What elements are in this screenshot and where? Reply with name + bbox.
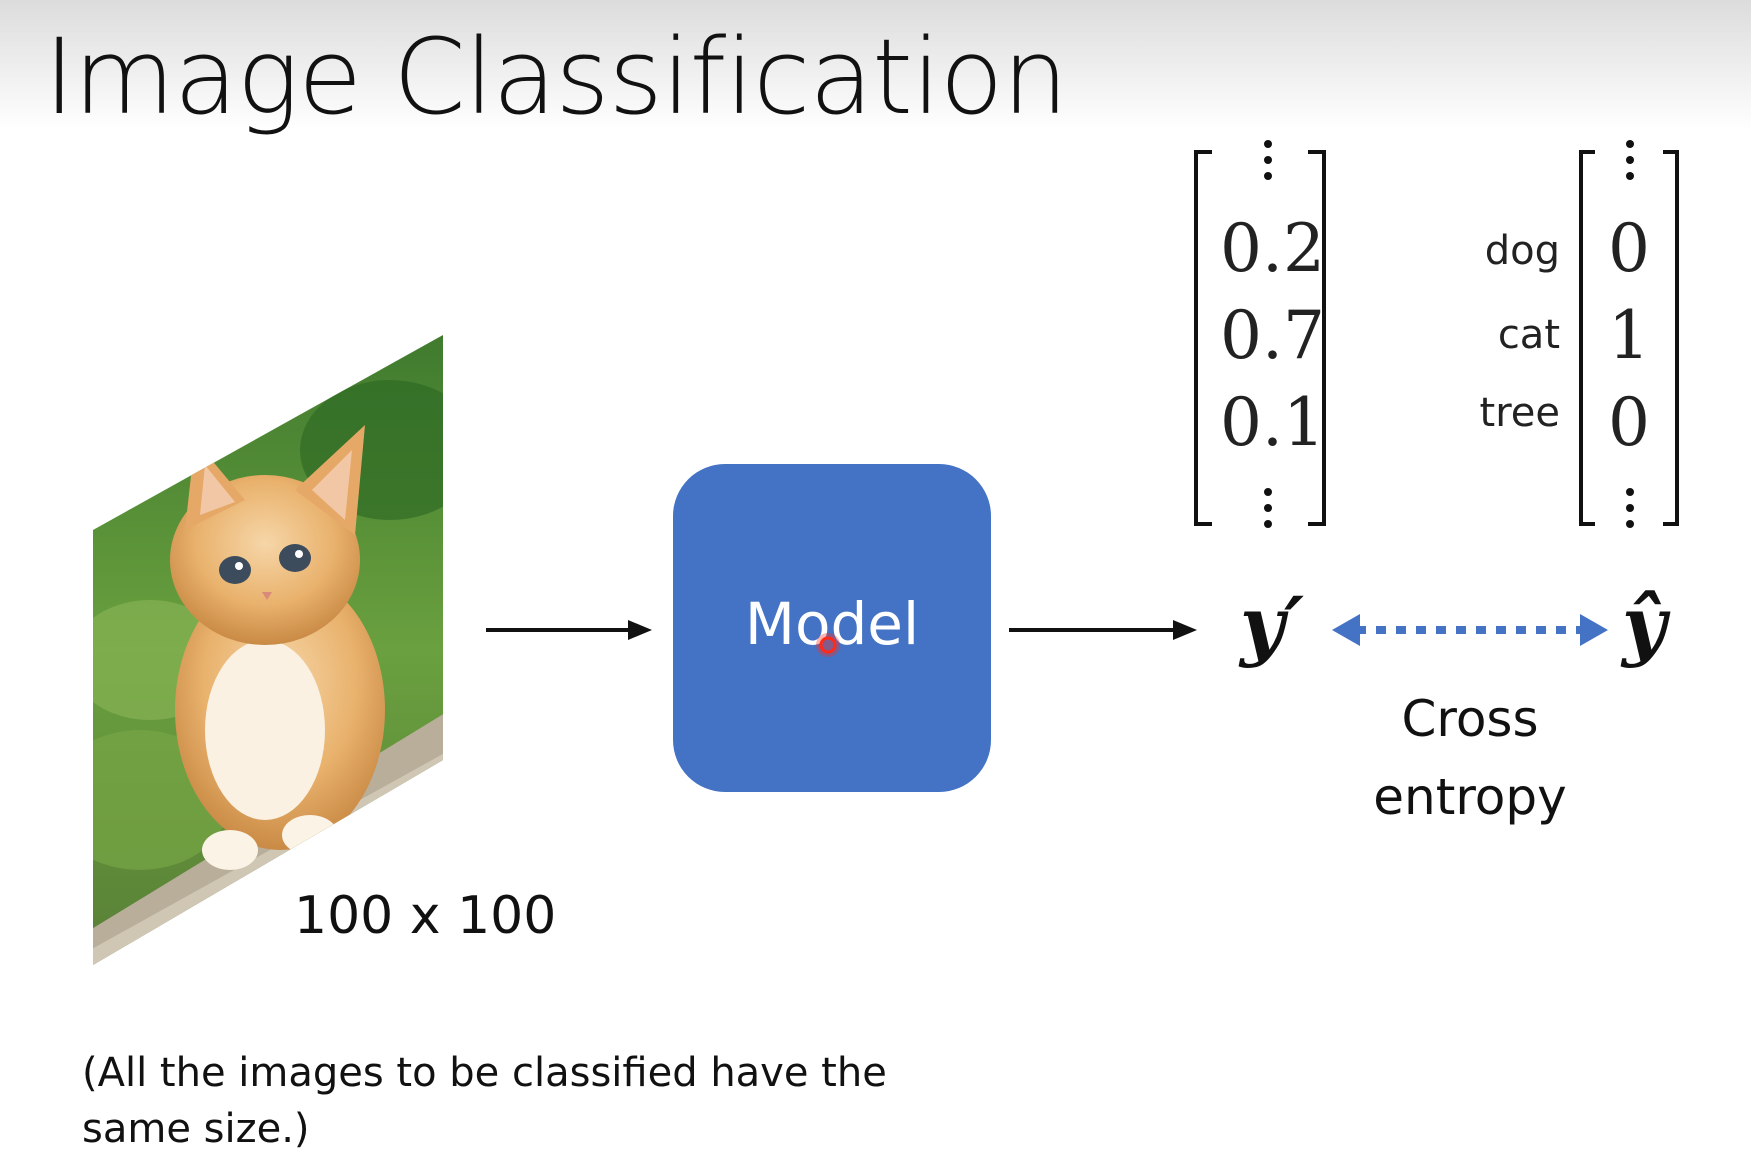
class-label-dog: dog: [1484, 228, 1560, 274]
slide-title: Image Classification: [44, 16, 1068, 138]
model-box: [673, 464, 991, 792]
target-symbol: ŷ: [1622, 580, 1667, 669]
prediction-symbol: y′: [1240, 580, 1305, 669]
cursor-pointer-icon: [816, 633, 840, 657]
output-arrow: [1009, 620, 1197, 640]
note-line-1: (All the images to be classified have th…: [82, 1050, 887, 1096]
image-size-label: 100 x 100: [294, 886, 557, 946]
note-text: (All the images to be classified have th…: [82, 1045, 942, 1157]
class-label-cat: cat: [1497, 312, 1560, 358]
cross-entropy-line-2: entropy: [1373, 768, 1567, 826]
cross-entropy-double-arrow: [1332, 614, 1608, 646]
kitten-image: [93, 335, 443, 965]
target-vector-brackets: [1579, 140, 1679, 528]
prediction-value-3: 0.1: [1220, 384, 1325, 461]
title-bar-background: [0, 0, 1751, 130]
note-line-2: same size.): [82, 1106, 310, 1152]
target-value-2: 1: [1608, 297, 1650, 374]
target-value-1: 0: [1608, 210, 1650, 287]
class-label-tree: tree: [1479, 390, 1560, 436]
target-value-3: 0: [1608, 384, 1650, 461]
prediction-value-2: 0.7: [1220, 297, 1325, 374]
prediction-vector-brackets: [1194, 140, 1326, 528]
input-arrow: [486, 620, 652, 640]
prediction-value-1: 0.2: [1220, 210, 1325, 287]
model-label: Model: [744, 590, 920, 658]
cross-entropy-label: Cross entropy: [1320, 680, 1620, 836]
cross-entropy-line-1: Cross: [1401, 690, 1539, 748]
